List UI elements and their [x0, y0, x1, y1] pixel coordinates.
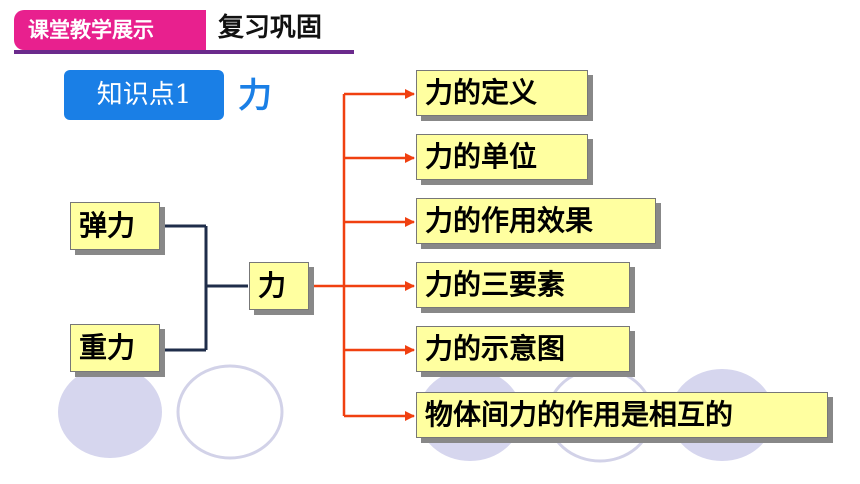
node-diagram: 力的示意图 — [416, 326, 630, 372]
deco-circle-outline — [176, 364, 284, 460]
section-label: 课堂教学展示 — [14, 10, 206, 50]
node-effects: 力的作用效果 — [416, 198, 656, 244]
node-definition: 力的定义 — [416, 70, 588, 116]
node-gravity: 重力 — [70, 324, 160, 372]
node-unit: 力的单位 — [416, 134, 588, 180]
page-title: 复习巩固 — [218, 13, 323, 43]
node-three-elements: 力的三要素 — [416, 262, 630, 308]
node-elastic-force: 弹力 — [70, 202, 160, 250]
node-center-force: 力 — [249, 262, 309, 310]
topic-label: 力 — [238, 76, 272, 116]
node-mutual-interaction: 物体间力的作用是相互的 — [416, 392, 828, 438]
deco-circle-filled — [58, 366, 162, 458]
header-underline — [14, 50, 354, 54]
topic-badge: 知识点1 — [64, 70, 224, 120]
